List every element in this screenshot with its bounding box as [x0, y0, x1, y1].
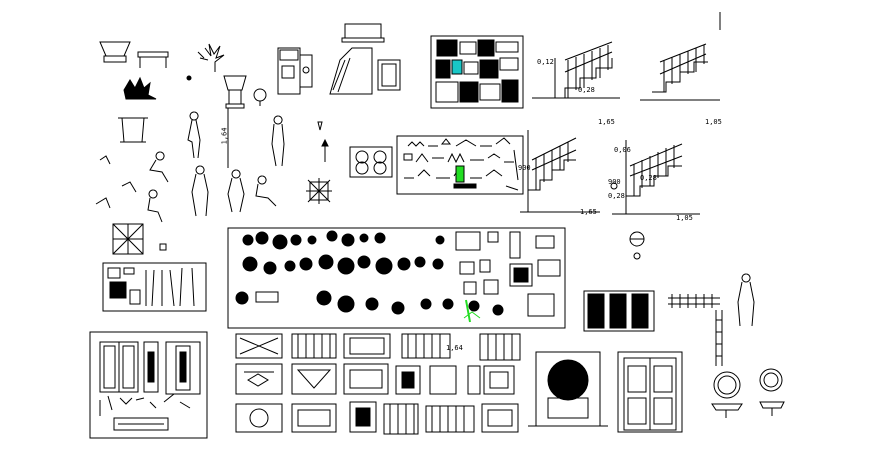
small-tree [253, 88, 267, 106]
stair-elevation-1 [532, 41, 620, 99]
small-square [159, 243, 167, 251]
round-mirrors [711, 368, 785, 418]
plant-sketch [197, 43, 225, 72]
dim-stair2-width: 0,28 [640, 174, 657, 182]
kitchen-unit [277, 47, 313, 95]
people-figures [95, 108, 285, 223]
lamp-stand [317, 121, 329, 162]
dot-mark [186, 75, 192, 81]
piano-block [329, 23, 401, 95]
dim-small: 1,64 [446, 344, 463, 352]
section-symbol [629, 231, 645, 260]
wardrobe-sheet [102, 262, 207, 312]
symbols-sheet [396, 135, 524, 195]
texture-sheet [430, 35, 524, 109]
railings-block [235, 333, 521, 435]
stair-elevation-3 [520, 130, 600, 213]
fence-elevation [668, 294, 723, 366]
round-table-top [99, 41, 131, 63]
dim-stair1-height: 0,12 [537, 58, 554, 66]
dim-stair2-900b: 900 [608, 178, 621, 186]
double-door [617, 351, 683, 433]
stair-elevation-4 [610, 140, 700, 215]
dim-stair2-height: 0,06 [614, 146, 631, 154]
doors-sheet [89, 331, 208, 439]
rug-motif [349, 146, 393, 178]
vine-shrub [123, 76, 157, 100]
dim-stair1-span: 1,65 [598, 118, 615, 126]
dim-stair1-width: 0,28 [578, 86, 595, 94]
dim-stair2-span: 1,65 [580, 208, 597, 216]
stair-elevation-2 [640, 43, 720, 101]
dim-person-height: 1,64 [220, 127, 229, 145]
arch-tree-elevation [528, 351, 608, 427]
dim-stair4-span: 1,05 [676, 214, 693, 222]
tile-pattern [112, 223, 144, 255]
standing-figure-right [737, 273, 755, 327]
screen-panels [583, 290, 655, 332]
urn-pedestal [223, 75, 247, 109]
console-table [137, 51, 169, 68]
plants-sheet [227, 227, 566, 329]
dim-stair2-bottom: 0,28 [608, 192, 625, 200]
lattice-ornament [306, 178, 332, 204]
dim-stair2-900a: 900 [518, 164, 531, 172]
dim-stair3-span: 1,05 [705, 118, 722, 126]
